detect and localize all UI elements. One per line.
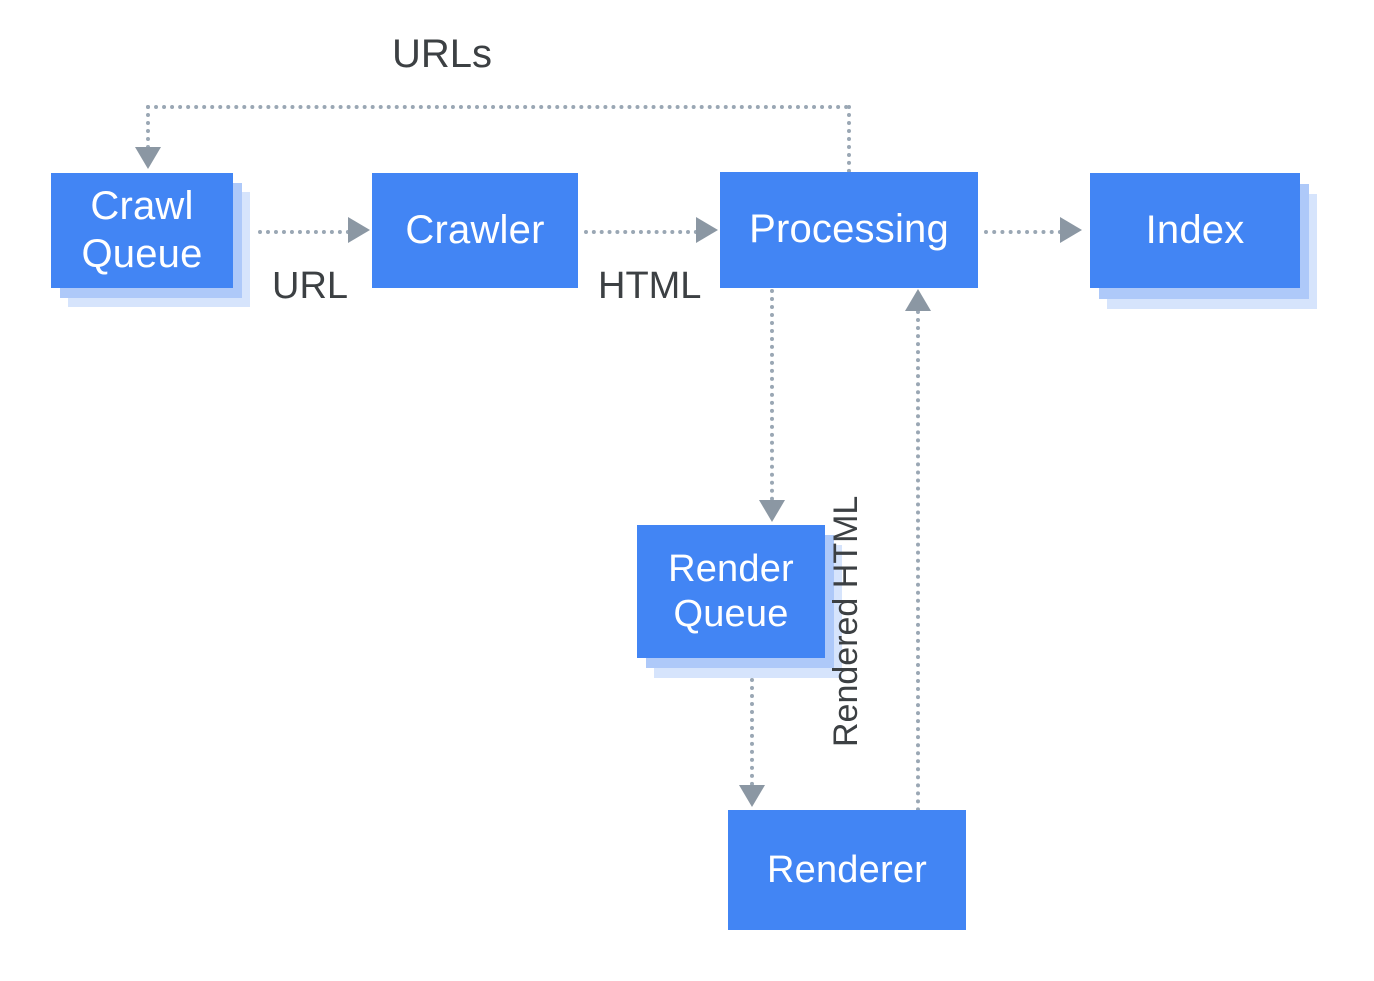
- edge-processing-to-crawlqueue-span: [146, 105, 849, 109]
- node-index-label: Index: [1145, 207, 1245, 252]
- edge-renderqueue-to-renderer: [750, 678, 754, 786]
- node-crawler-label: Crawler: [405, 207, 545, 252]
- node-processing-label: Processing: [749, 207, 949, 252]
- edge-crawler-to-processing: [584, 230, 698, 234]
- arrowhead-into-crawl-queue: [135, 147, 161, 169]
- node-crawl-queue[interactable]: Crawl Queue: [51, 173, 233, 288]
- edge-processing-to-crawlqueue-drop: [146, 105, 150, 149]
- edge-label-url: URL: [272, 265, 349, 307]
- arrowhead-into-processing-left: [696, 217, 718, 243]
- edge-processing-to-crawlqueue-riser: [847, 105, 851, 173]
- arrowhead-into-index: [1060, 217, 1082, 243]
- node-crawl-queue-label: Crawl Queue: [81, 184, 203, 276]
- edge-label-urls: URLs: [392, 32, 493, 76]
- node-renderer-label: Renderer: [766, 848, 928, 891]
- edge-label-html: HTML: [598, 265, 702, 307]
- node-crawler[interactable]: Crawler: [372, 173, 578, 288]
- node-processing[interactable]: Processing: [720, 172, 978, 288]
- edge-processing-to-renderqueue: [770, 289, 774, 501]
- arrowhead-into-processing-bottom: [905, 289, 931, 311]
- arrowhead-into-render-queue: [759, 500, 785, 522]
- edge-label-rendered-html: Rendered HTML: [827, 495, 865, 747]
- node-render-queue[interactable]: Render Queue: [637, 525, 825, 658]
- node-renderer[interactable]: Renderer: [728, 810, 966, 930]
- arrowhead-into-renderer: [739, 785, 765, 807]
- node-render-queue-label: Render Queue: [668, 547, 794, 635]
- arrowhead-into-crawler: [348, 217, 370, 243]
- edge-renderer-to-processing: [916, 310, 920, 812]
- edge-processing-to-index: [984, 230, 1062, 234]
- node-index[interactable]: Index: [1090, 173, 1300, 288]
- edge-crawlqueue-to-crawler: [258, 230, 350, 234]
